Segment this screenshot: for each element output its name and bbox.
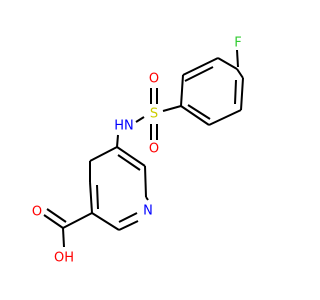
bond xyxy=(217,57,238,70)
bond-nh-to-ring xyxy=(116,134,119,148)
bond xyxy=(91,212,120,231)
carbonyl-oxygen-label: O xyxy=(32,205,42,220)
bond-ring-to-sulfur xyxy=(162,105,182,112)
bond xyxy=(184,66,214,82)
bond xyxy=(118,220,139,231)
bond xyxy=(180,105,210,126)
bond-ring-to-carboxyl xyxy=(62,212,93,229)
molecule-structure-drawing: F S O O HN N O OH xyxy=(32,36,244,266)
bond xyxy=(208,109,242,126)
bond-sulfur-to-nh xyxy=(135,116,145,123)
bond xyxy=(117,154,141,171)
bond xyxy=(240,77,244,111)
bond xyxy=(89,146,118,162)
bond xyxy=(236,68,244,79)
sulfonyl-oxygen-lower-label: O xyxy=(149,142,159,157)
bond xyxy=(89,181,93,214)
pyridine-ring xyxy=(89,134,149,231)
bond xyxy=(180,74,184,107)
sulfonyl-group xyxy=(135,88,182,140)
bond-carbonyl-2 xyxy=(46,208,67,223)
bond xyxy=(116,146,146,167)
fluorophenyl-ring xyxy=(180,49,244,126)
sulfur-label: S xyxy=(150,107,158,122)
pyridine-nitrogen-label: N xyxy=(143,204,153,219)
bond xyxy=(187,104,211,120)
amine-nh-label: HN xyxy=(114,119,134,134)
bond-to-hydroxyl xyxy=(62,227,65,248)
bond-carbonyl xyxy=(43,214,64,229)
bond xyxy=(145,196,149,201)
sulfonyl-oxygen-upper-label: O xyxy=(149,72,159,87)
fluorine-label: F xyxy=(234,36,241,51)
hydroxyl-label: OH xyxy=(54,251,74,266)
bond-to-fluorine xyxy=(236,49,239,68)
bond xyxy=(144,165,147,198)
bond xyxy=(182,57,219,76)
bond xyxy=(118,212,138,223)
bond xyxy=(96,184,99,210)
bond xyxy=(234,79,237,105)
carboxylic-acid-group xyxy=(43,208,93,248)
